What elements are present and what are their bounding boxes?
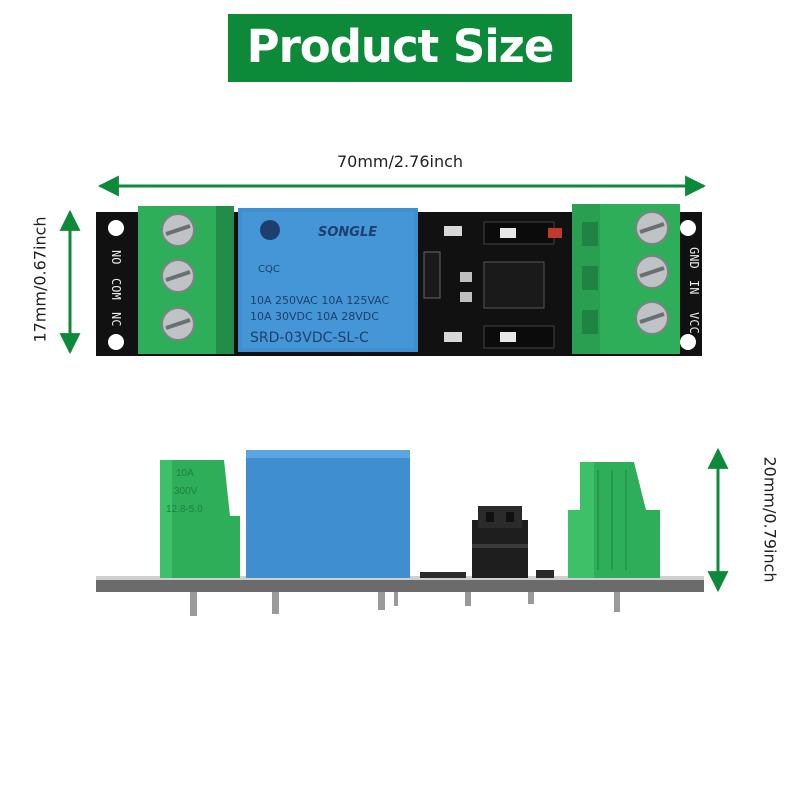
top-view-board: NO COM NC GND IN VCC SONGLE CQC 10A 250V… xyxy=(96,204,702,356)
pin-label-vcc: VCC xyxy=(687,312,701,334)
relay-rating-line-1: 10A 250VAC 10A 125VAC xyxy=(250,294,390,307)
pin-label-in: IN xyxy=(687,280,701,294)
side-jumper xyxy=(472,506,528,578)
pin-label-nc: NC xyxy=(109,312,123,326)
terminal-print-pitch: 12.8-5.0 xyxy=(166,504,203,515)
mounting-hole xyxy=(680,334,696,350)
terminal-print-rating: 10A xyxy=(176,468,194,479)
right-terminal-block xyxy=(572,204,680,354)
pin-label-gnd: GND xyxy=(687,247,701,269)
pin-label-com: COM xyxy=(109,278,123,300)
mounting-hole xyxy=(108,220,124,236)
title-banner: Product Size xyxy=(228,14,572,82)
jumper-top xyxy=(483,221,555,245)
jumper-bottom xyxy=(483,325,555,349)
title-text: Product Size xyxy=(246,20,555,73)
relay-rating-line-2: 10A 30VDC 10A 28VDC xyxy=(250,310,379,323)
side-relay xyxy=(246,450,410,578)
terminal-print-voltage: 300V xyxy=(174,486,198,497)
side-right-terminal xyxy=(568,462,660,578)
relay-brand: SONGLE xyxy=(318,225,377,240)
diode xyxy=(423,251,441,299)
pin-label-no: NO xyxy=(109,250,123,264)
side-view-board: 10A 300V 12.8-5.0 xyxy=(96,450,704,616)
mounting-hole xyxy=(108,334,124,350)
side-left-terminal: 10A 300V 12.8-5.0 xyxy=(160,460,240,578)
relay: SONGLE CQC 10A 250VAC 10A 125VAC 10A 30V… xyxy=(238,208,418,352)
left-terminal-block xyxy=(138,206,234,354)
relay-model: SRD-03VDC-SL-C xyxy=(250,330,369,346)
optocoupler xyxy=(483,261,545,309)
length-dimension-label: 70mm/2.76inch xyxy=(336,152,464,171)
mounting-hole xyxy=(680,220,696,236)
relay-cert-mark: CQC xyxy=(258,264,280,275)
